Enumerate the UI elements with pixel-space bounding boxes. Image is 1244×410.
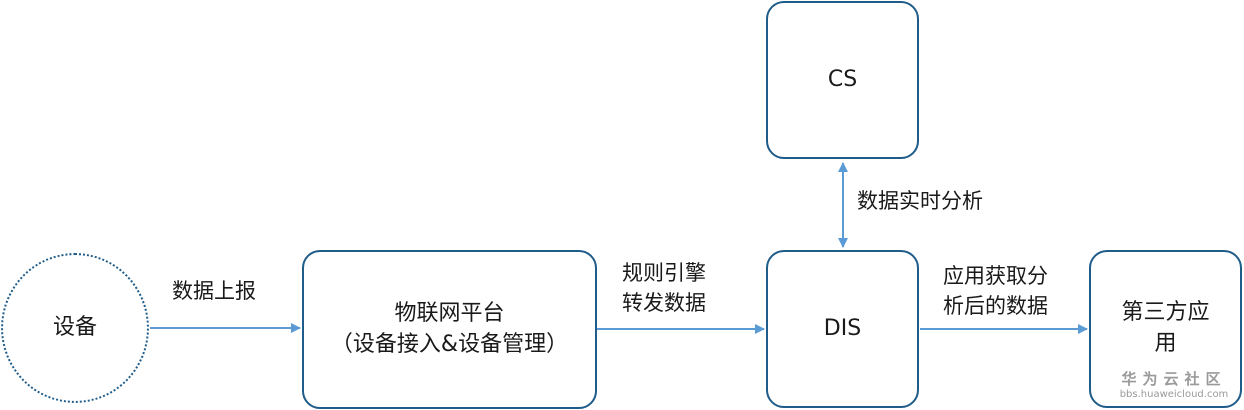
node-third-party: 第三方应 用 bbox=[1089, 250, 1242, 408]
edge-label-cs-dis: 数据实时分析 bbox=[857, 186, 983, 216]
edge-label-cs-dis-text: 数据实时分析 bbox=[857, 189, 983, 213]
edge-label-device-to-platform: 数据上报 bbox=[172, 276, 256, 306]
edge-label-dis-to-third-party-line2: 析后的数据 bbox=[943, 294, 1048, 319]
node-cs-label: CS bbox=[827, 66, 858, 92]
node-cs: CS bbox=[766, 1, 919, 159]
node-third-party-line2: 用 bbox=[1154, 330, 1177, 356]
node-dis-label: DIS bbox=[823, 315, 862, 341]
watermark-url: bbs.huaweicloud.com bbox=[1119, 389, 1229, 400]
edge-label-platform-to-dis: 规则引擎 转发数据 bbox=[622, 258, 706, 319]
node-iot-platform: 物联网平台 （设备接入&设备管理） bbox=[302, 250, 597, 409]
edge-label-device-to-platform-text: 数据上报 bbox=[172, 279, 256, 303]
edge-label-dis-to-third-party: 应用获取分 析后的数据 bbox=[943, 261, 1048, 322]
edge-label-platform-to-dis-line1: 规则引擎 bbox=[622, 261, 706, 285]
node-device: 设备 bbox=[1, 253, 149, 403]
node-dis: DIS bbox=[766, 250, 919, 408]
node-iot-platform-line2: （设备接入&设备管理） bbox=[330, 331, 569, 357]
node-iot-platform-line1: 物联网平台 bbox=[394, 300, 505, 326]
node-third-party-line1: 第三方应 bbox=[1121, 300, 1210, 325]
watermark: 华为云社区 bbs.huaweicloud.com bbox=[1112, 370, 1236, 402]
edge-label-dis-to-third-party-line1: 应用获取分 bbox=[943, 264, 1048, 288]
watermark-brand: 华为云社区 bbox=[1121, 370, 1227, 388]
node-device-label: 设备 bbox=[52, 314, 97, 340]
edge-label-platform-to-dis-line2: 转发数据 bbox=[622, 291, 706, 316]
